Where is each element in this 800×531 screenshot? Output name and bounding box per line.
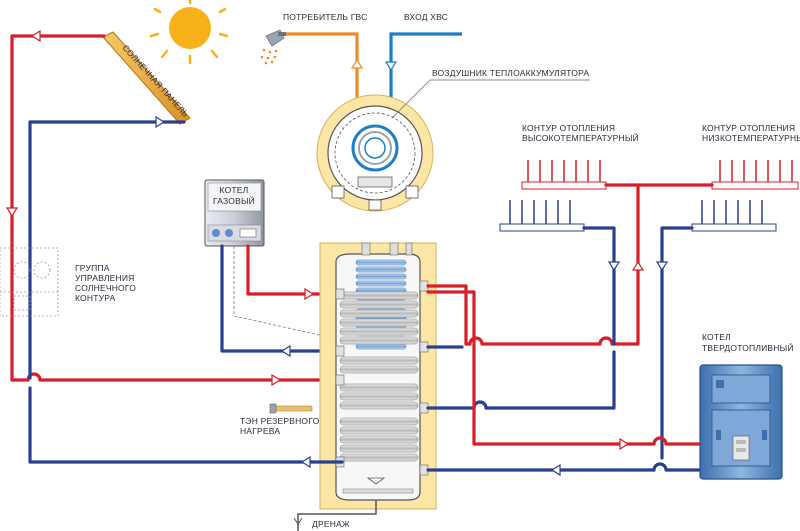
svg-text:ГАЗОВЫЙ: ГАЗОВЫЙ bbox=[213, 195, 255, 206]
air-vent-callout: ВОЗДУШНИК ТЕПЛОАККУМУЛЯТОРА bbox=[391, 68, 590, 119]
flow-arrow-icon bbox=[384, 61, 398, 72]
solar-panel-label: СОЛНЕЧНАЯ ПАНЕЛЬ bbox=[121, 43, 191, 120]
heating-pipes bbox=[318, 183, 714, 477]
flow-arrow-icon bbox=[280, 344, 291, 358]
svg-text:УПРАВЛЕНИЯ: УПРАВЛЕНИЯ bbox=[75, 273, 135, 283]
gas-boiler: КОТЕЛ ГАЗОВЫЙ bbox=[204, 179, 265, 247]
low-temp-circuit: КОНТУР ОТОПЛЕНИЯ НИЗКОТЕМПЕРАТУРНЫЙ bbox=[691, 123, 800, 232]
svg-text:НАГРЕВА: НАГРЕВА bbox=[240, 426, 280, 436]
flow-arrow-icon bbox=[631, 260, 645, 271]
svg-text:ВЫСОКОТЕМПЕРАТУРНЫЙ: ВЫСОКОТЕМПЕРАТУРНЫЙ bbox=[522, 132, 639, 143]
flow-arrow-icon bbox=[550, 463, 561, 477]
flow-arrow-icon bbox=[655, 261, 669, 272]
flow-arrow-icon bbox=[619, 437, 630, 451]
svg-text:НИЗКОТЕМПЕРАТУРНЫЙ: НИЗКОТЕМПЕРАТУРНЫЙ bbox=[702, 132, 800, 143]
heater-label: ТЭН РЕЗЕРВНОГО bbox=[240, 416, 320, 426]
dhw-pipes bbox=[286, 32, 462, 118]
hot-consumer-label: ПОТРЕБИТЕЛЬ ГВС bbox=[283, 12, 367, 22]
lower-solar-coil bbox=[339, 417, 419, 462]
flow-arrow-icon bbox=[350, 58, 364, 69]
flow-arrow-icon bbox=[607, 261, 621, 272]
flow-arrow-icon bbox=[304, 287, 315, 301]
svg-text:ВОЗДУШНИК ТЕПЛОАККУМУЛЯТОРА: ВОЗДУШНИК ТЕПЛОАККУМУЛЯТОРА bbox=[432, 68, 589, 78]
backup-heater: ТЭН РЕЗЕРВНОГО НАГРЕВА bbox=[240, 403, 320, 436]
flow-arrow-icon bbox=[5, 207, 19, 218]
cold-inlet-label: ВХОД ХВС bbox=[404, 12, 448, 22]
solar-panel: СОЛНЕЧНАЯ ПАНЕЛЬ bbox=[102, 31, 191, 125]
drain-pipe: ДРЕНАЖ bbox=[293, 500, 377, 531]
middle-heat-exchanger-coil bbox=[339, 356, 419, 410]
flow-arrow-icon bbox=[30, 29, 41, 43]
svg-text:КОНТУРА: КОНТУРА bbox=[75, 293, 115, 303]
solid-fuel-boiler: КОТЕЛ ТВЕРДОТОПЛИВНЫЙ bbox=[699, 332, 794, 480]
tank-top-view bbox=[316, 94, 434, 212]
flow-arrow-icon bbox=[155, 115, 166, 129]
solid-boiler-label: КОТЕЛ bbox=[702, 332, 731, 342]
high-temp-label: КОНТУР ОТОПЛЕНИЯ bbox=[522, 123, 615, 133]
flow-arrow-icon bbox=[271, 373, 282, 387]
svg-text:ГРУППА: ГРУППА bbox=[75, 263, 110, 273]
solar-loop-pipes bbox=[5, 29, 344, 469]
svg-text:ТВЕРДОТОПЛИВНЫЙ: ТВЕРДОТОПЛИВНЫЙ bbox=[702, 342, 794, 353]
upper-heat-exchanger-coil bbox=[339, 291, 419, 345]
gas-boiler-label: КОТЕЛ bbox=[220, 185, 249, 195]
flow-arrow-icon bbox=[300, 455, 311, 469]
low-temp-label: КОНТУР ОТОПЛЕНИЯ bbox=[702, 123, 795, 133]
solar-control-group-label: ГРУППА УПРАВЛЕНИЯ СОЛНЕЧНОГО КОНТУРА bbox=[75, 263, 136, 303]
storage-tank bbox=[319, 242, 437, 510]
drain-label: ДРЕНАЖ bbox=[312, 519, 350, 529]
sun-icon bbox=[149, 0, 229, 65]
solar-control-group bbox=[0, 247, 59, 317]
high-temp-circuit: КОНТУР ОТОПЛЕНИЯ ВЫСОКОТЕМПЕРАТУРНЫЙ bbox=[499, 123, 639, 232]
svg-text:СОЛНЕЧНОГО: СОЛНЕЧНОГО bbox=[75, 283, 136, 293]
gas-boiler-pipes bbox=[220, 244, 344, 358]
shower-head-icon bbox=[260, 29, 286, 65]
